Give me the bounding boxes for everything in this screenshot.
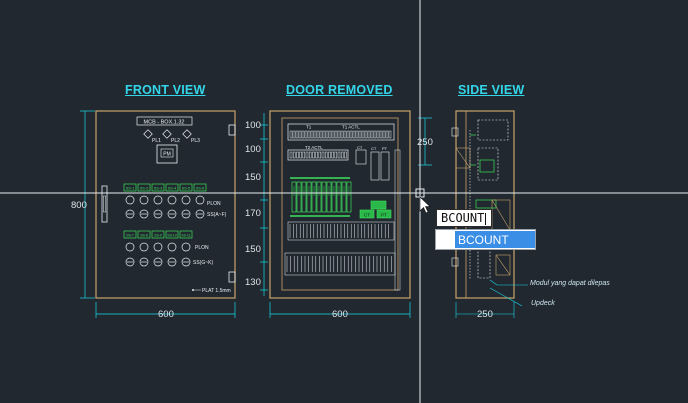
row1-label-text: SS-5 <box>182 187 190 191</box>
meter-label: PM <box>163 152 171 158</box>
door-removed-drawing: T1 T1 ACTL T2 ACTL CT CT PT CT PT <box>260 110 432 318</box>
door-dim-row-3: 150 <box>245 172 261 183</box>
door-dim-row-6: 130 <box>245 277 261 288</box>
ss-label-1: SS(A~F) <box>207 212 227 218</box>
row2-label-box <box>151 230 165 239</box>
door-small-label-2: CT <box>371 146 377 151</box>
door-green-label-2: PT <box>381 213 387 218</box>
front-width-dim: 600 <box>158 309 174 320</box>
door-small-label-3: PT <box>382 146 388 151</box>
row2-label-text: SS-11 <box>181 234 190 238</box>
door-removed-title: DOOR REMOVED <box>286 83 393 97</box>
ss-label-2: SS(G~K) <box>193 260 213 266</box>
row2-label-box <box>179 230 193 239</box>
autocomplete-suggestion[interactable]: BCOUNT <box>455 231 535 248</box>
door-green-label-1: CT <box>364 213 370 218</box>
door-cabinet-outline <box>269 110 411 299</box>
row2-label-text: SS-10 <box>167 234 177 238</box>
pilot-label-3: PL3 <box>191 138 200 144</box>
front-height-dim: 800 <box>71 200 87 211</box>
door-width-dim: 600 <box>332 309 348 320</box>
row1-label-box <box>179 183 193 192</box>
row1-label-text: SS-3 <box>154 187 162 191</box>
row2-label-box <box>137 230 151 239</box>
door-dim-row-2: 100 <box>245 144 261 155</box>
door-top-label-a: T1 <box>306 125 312 130</box>
row1-label-box <box>165 183 179 192</box>
plon-label-2: PLON <box>195 245 209 251</box>
door-top-label-b: T1 ACTL <box>342 125 360 130</box>
pilot-label-2: PL2 <box>171 138 180 144</box>
door-dim-row-1: 100 <box>245 120 261 131</box>
plate-note: PLAT 1.5mm <box>202 288 231 294</box>
door-dim-row-4: 170 <box>245 208 261 219</box>
command-text: BCOUNT <box>441 211 485 225</box>
door-mid-label: T2 ACTL <box>305 145 323 150</box>
side-annotation-module: Modul yang dapat dilepas <box>530 280 610 287</box>
pilot-label-1: PL1 <box>152 138 161 144</box>
row1-label-box <box>193 183 207 192</box>
row2-label-text: SS-7 <box>126 234 134 238</box>
side-width-dim: 250 <box>477 309 493 320</box>
front-cabinet-outline <box>95 110 236 299</box>
row1-label-text: SS-1 <box>126 187 134 191</box>
side-cabinet-outline <box>455 110 515 299</box>
nameplate-text: MCB - BOX.1.32 <box>144 120 185 126</box>
door-dim-row-5: 150 <box>245 244 261 255</box>
row1-label-text: SS-2 <box>140 187 148 191</box>
row2-label-box <box>123 230 137 239</box>
door-small-label-1: CT <box>357 145 363 150</box>
side-view-title: SIDE VIEW <box>458 83 525 97</box>
door-side-dim: 250 <box>417 137 433 148</box>
front-view-title: FRONT VIEW <box>125 83 206 97</box>
row1-label-box <box>123 183 137 192</box>
dynamic-command-input[interactable]: BCOUNT <box>436 209 492 227</box>
row1-label-box <box>137 183 151 192</box>
row2-label-text: SS-9 <box>154 234 162 238</box>
row2-label-text: SS-8 <box>140 234 148 238</box>
command-autocomplete-list[interactable]: BCOUNT <box>435 229 536 250</box>
mouse-pointer-icon <box>419 196 431 214</box>
text-caret <box>485 212 487 225</box>
row1-label-text: SS-4 <box>168 187 176 191</box>
side-annotation-updeck: Updeck <box>531 300 555 307</box>
row1-label-box <box>151 183 165 192</box>
row1-label-text: SS-6 <box>196 187 204 191</box>
row2-label-box <box>165 230 179 239</box>
side-view-drawing <box>451 110 528 318</box>
plon-label-1: PLON <box>207 201 221 207</box>
